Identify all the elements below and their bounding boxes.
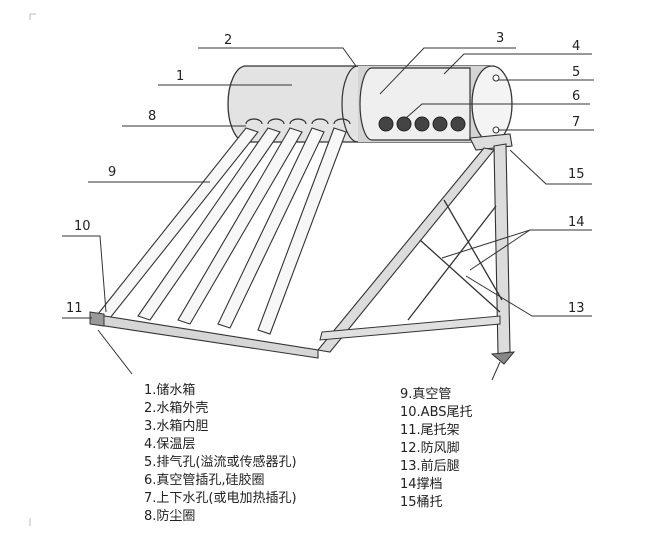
legend-item-13: 13.前后腿 bbox=[400, 459, 460, 474]
legend-item-14: 14撑档 bbox=[400, 477, 443, 492]
leader-line-12 bbox=[97, 329, 133, 375]
legend-item-2: 2.水箱外壳 bbox=[144, 401, 209, 416]
leader-line-2 bbox=[198, 47, 357, 67]
legend-item-5: 5.排气孔(溢流或传感器孔) bbox=[144, 455, 297, 470]
frame-corner-top-left bbox=[29, 13, 36, 20]
legend-item-15: 15桶托 bbox=[400, 495, 443, 510]
dust-ring bbox=[311, 118, 329, 125]
windproof-foot bbox=[490, 351, 516, 365]
vacuum-tube bbox=[177, 127, 303, 325]
legend-item-10: 10.ABS尾托 bbox=[400, 405, 473, 420]
leader-line-6 bbox=[405, 103, 590, 119]
legend-right: 9.真空管 10.ABS尾托 11.尾托架 12.防风脚 13.前后腿 14撑档… bbox=[400, 386, 473, 512]
tube-sockets bbox=[378, 116, 466, 132]
callout-15: 15 bbox=[568, 167, 585, 182]
brace-bar bbox=[443, 199, 503, 301]
front-leg bbox=[316, 147, 496, 353]
callout-1: 1 bbox=[176, 69, 184, 84]
legend-left: 1.储水箱 2.水箱外壳 3.水箱内胆 4.保温层 5.排气孔(溢流或传感器孔)… bbox=[144, 382, 297, 526]
dust-ring bbox=[267, 118, 285, 125]
callout-11: 11 bbox=[66, 301, 83, 316]
brace-bar bbox=[419, 239, 501, 313]
abs-tail-holder bbox=[89, 311, 105, 327]
leader-lines bbox=[62, 47, 594, 381]
tube-socket bbox=[396, 116, 412, 132]
tube-socket bbox=[378, 116, 394, 132]
vacuum-tube bbox=[257, 127, 347, 335]
leader-line-14b bbox=[469, 229, 531, 271]
vacuum-tubes bbox=[97, 118, 351, 335]
dust-ring bbox=[289, 118, 307, 125]
leader-line-foot bbox=[491, 361, 501, 381]
leader-line-13 bbox=[465, 275, 592, 317]
legend-item-4: 4.保温层 bbox=[144, 437, 196, 452]
tank-insulation-edge bbox=[341, 65, 359, 143]
callout-5: 5 bbox=[572, 65, 580, 80]
legend-item-1: 1.储水箱 bbox=[144, 383, 196, 398]
callout-6: 6 bbox=[572, 89, 580, 104]
callout-2: 2 bbox=[224, 33, 232, 48]
callout-10: 10 bbox=[74, 219, 91, 234]
callout-numbers: 1 2 3 4 5 6 7 8 9 10 11 13 14 15 bbox=[66, 31, 585, 316]
tail-rack-bar bbox=[91, 313, 319, 359]
support-frame bbox=[316, 133, 516, 365]
leader-line-15 bbox=[509, 149, 592, 185]
legend-item-9: 9.真空管 bbox=[400, 387, 452, 402]
brace-bar bbox=[407, 205, 497, 321]
vacuum-tube bbox=[137, 127, 281, 321]
legend-item-8: 8.防尘圈 bbox=[144, 509, 196, 524]
dust-ring bbox=[245, 118, 263, 125]
tube-socket bbox=[414, 116, 430, 132]
tube-socket bbox=[432, 116, 448, 132]
callout-13: 13 bbox=[568, 301, 585, 316]
legend-item-6: 6.真空管插孔,硅胶圈 bbox=[144, 473, 265, 488]
bottom-rail bbox=[319, 315, 501, 341]
legend-item-12: 12.防风脚 bbox=[400, 441, 460, 456]
tube-socket bbox=[450, 116, 466, 132]
vacuum-tube bbox=[217, 127, 325, 329]
callout-7: 7 bbox=[572, 115, 580, 130]
legend-item-3: 3.水箱内胆 bbox=[144, 419, 209, 434]
callout-3: 3 bbox=[496, 31, 504, 46]
legend-item-11: 11.尾托架 bbox=[400, 423, 460, 438]
tail-rack bbox=[89, 311, 319, 359]
legend-item-7: 7.上下水孔(或电加热插孔) bbox=[144, 491, 297, 506]
callout-8: 8 bbox=[148, 109, 156, 124]
vent-hole bbox=[492, 74, 500, 82]
leader-line-3 bbox=[379, 47, 516, 95]
leader-line-4 bbox=[443, 53, 592, 75]
leader-line-10 bbox=[62, 235, 107, 313]
dust-ring bbox=[333, 118, 351, 125]
callout-4: 4 bbox=[572, 39, 580, 54]
callout-9: 9 bbox=[108, 165, 116, 180]
callout-14: 14 bbox=[568, 215, 585, 230]
